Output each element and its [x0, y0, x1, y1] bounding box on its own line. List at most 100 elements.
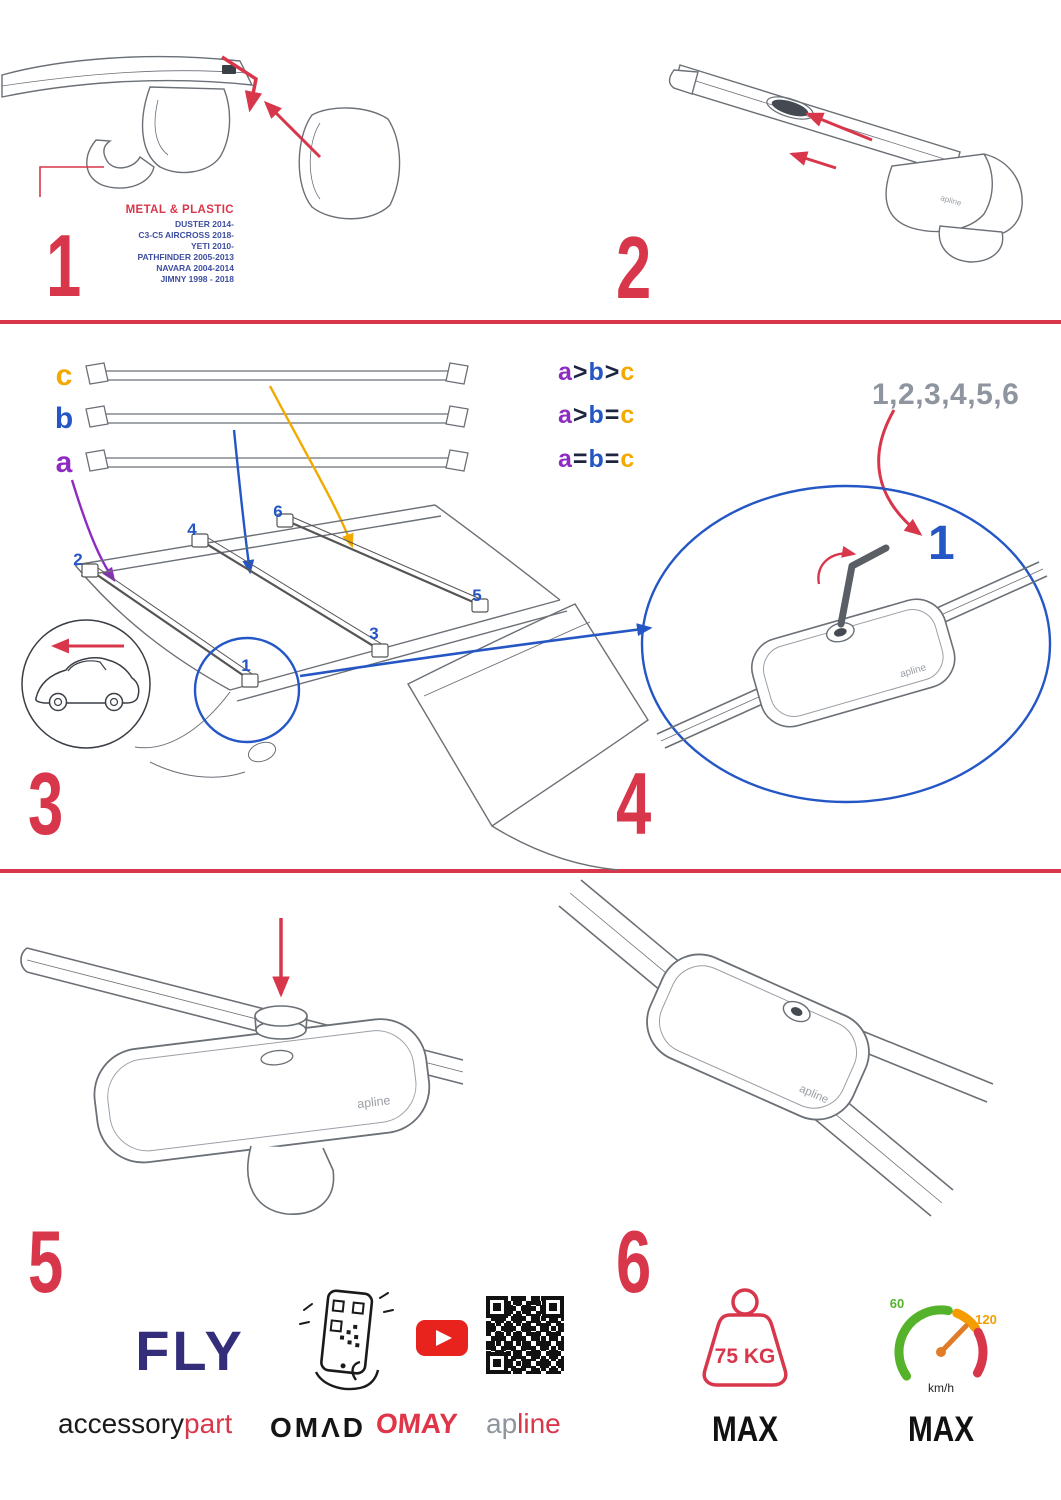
hand-outline [314, 1369, 380, 1391]
brand-accessorypart: accessorypart [58, 1408, 232, 1440]
position-label-6: 6 [273, 502, 282, 521]
position-label-5: 5 [472, 586, 481, 605]
brand-omay: OMAY [374, 1408, 459, 1440]
phone-body [320, 1289, 374, 1375]
panel3-roof-drawing: c b a [21, 359, 653, 871]
section-divider-top [0, 320, 1061, 324]
formula-term: c [620, 401, 636, 429]
bar-slot [771, 99, 809, 117]
guide-arrow-a [70, 479, 116, 582]
crossbar-end-drawing [1, 55, 254, 189]
sequence-arrow [877, 409, 923, 536]
formula-term: b [588, 401, 605, 429]
position-label-4: 4 [187, 520, 197, 539]
brand-omay-text: OMAY [374, 1408, 459, 1439]
youtube-icon [416, 1320, 468, 1356]
section-divider-bottom [0, 869, 1061, 873]
panel1-clamp-drawing [1, 55, 401, 220]
formula-term: a [558, 401, 573, 429]
formula-term: > [604, 358, 621, 386]
formula-term: = [572, 445, 589, 473]
speed-high-text: 120 [975, 1312, 997, 1327]
formula-term: a [558, 445, 573, 473]
qr-finder-bottom-left [486, 1352, 508, 1374]
tighten-sequence-text: 1,2,3,4,5,6 [872, 378, 1020, 411]
brand-ap-text: ap [486, 1408, 518, 1439]
formula-term: = [604, 445, 621, 473]
formula-term: c [620, 445, 636, 473]
formula-term: > [572, 358, 589, 386]
label-connector-line [39, 166, 104, 197]
car-direction-inset [21, 619, 151, 749]
formula-term: > [572, 401, 589, 429]
model-item: PATHFINDER 2005-2013 [137, 252, 234, 263]
formula-term: c [620, 358, 636, 386]
model-item: JIMNY 1998 - 2018 [160, 274, 234, 285]
foot-drawing: apline [93, 1018, 431, 1164]
panel2-bar-drawing: apline [668, 64, 1023, 263]
front-foot-highlight-circle [193, 636, 301, 744]
bar-label-c: c [56, 359, 73, 392]
speed-needle [938, 1323, 969, 1355]
step-5-number: 5 [28, 1212, 63, 1311]
qr-finder-top-left [486, 1296, 508, 1318]
brand-fly: FLY [135, 1319, 245, 1382]
model-item: YETI 2010- [191, 241, 234, 252]
weight-max-label: MAX [711, 1410, 779, 1449]
cover-piece-drawing [298, 107, 401, 220]
panel4-detail-drawing: apline [640, 484, 1052, 804]
brand-part-text: part [184, 1408, 233, 1439]
weight-value-text: 75 KG [715, 1345, 776, 1368]
panel6-mounted-drawing: apline [558, 879, 994, 1217]
bar-end-mark [222, 65, 236, 74]
formula-term: = [604, 401, 621, 429]
bar-slide-arrow [789, 151, 837, 170]
speed-low-text: 60 [890, 1296, 904, 1311]
aero-bar-drawing [668, 64, 1023, 263]
speed-unit-text: km/h [928, 1381, 954, 1395]
formula-term: b [588, 445, 605, 473]
brand-accessory-text: accessory [58, 1408, 185, 1439]
slot-insert-arrow [805, 112, 873, 142]
crossbar-c-drawing [85, 362, 469, 385]
foot-drawing: apline [646, 953, 870, 1121]
foot-drawing: apline [751, 598, 956, 728]
knob-drawing [254, 1005, 308, 1040]
step-6-number: 6 [616, 1212, 651, 1311]
brand-omad: OMΛD [270, 1412, 366, 1443]
position-label-1: 1 [241, 656, 250, 675]
bar-label-a: a [56, 446, 73, 479]
brand-line-text: line [517, 1408, 561, 1439]
rotate-arrow [817, 545, 857, 585]
panel1-compatibility-block: METAL & PLASTIC DUSTER 2014- C3-C5 AIRCR… [58, 204, 234, 285]
brand-apline: apline [486, 1408, 561, 1440]
allen-key-drawing [837, 544, 890, 628]
phone-scan-icon [299, 1289, 394, 1391]
model-list: DUSTER 2014- C3-C5 AIRCROSS 2018- YETI 2… [58, 219, 234, 285]
foot-logo-text: apline [356, 1093, 391, 1111]
step-2-number: 2 [616, 218, 651, 317]
model-item: NAVARA 2004-2014 [156, 263, 234, 274]
step-1-number: 1 [46, 216, 81, 315]
cover-to-bar-arrow [263, 100, 322, 159]
clamp-drawing [247, 1145, 335, 1215]
step-3-number: 3 [28, 754, 63, 853]
max-weight-icon: 75 KG [702, 1288, 788, 1387]
length-formula-2: a>b=c [558, 401, 635, 430]
car-roof-drawing [74, 504, 649, 871]
detail-link-arrow [299, 623, 653, 678]
first-position-number: 1 [928, 517, 955, 570]
detail-circle [640, 484, 1052, 804]
bar-label-b: b [55, 402, 73, 435]
guide-arrow-b [232, 429, 255, 575]
step-4-number: 4 [616, 754, 651, 853]
model-item: C3-C5 AIRCROSS 2018- [138, 230, 234, 241]
crossbar-stub-drawing [848, 1027, 994, 1103]
model-item: DUSTER 2014- [174, 219, 234, 229]
position-label-3: 3 [369, 624, 378, 643]
bar-end-highlight-arrow [221, 55, 263, 113]
position-label-2: 2 [73, 550, 82, 569]
qr-code-icon [486, 1296, 564, 1374]
length-formula-1: a>b>c [558, 358, 635, 387]
